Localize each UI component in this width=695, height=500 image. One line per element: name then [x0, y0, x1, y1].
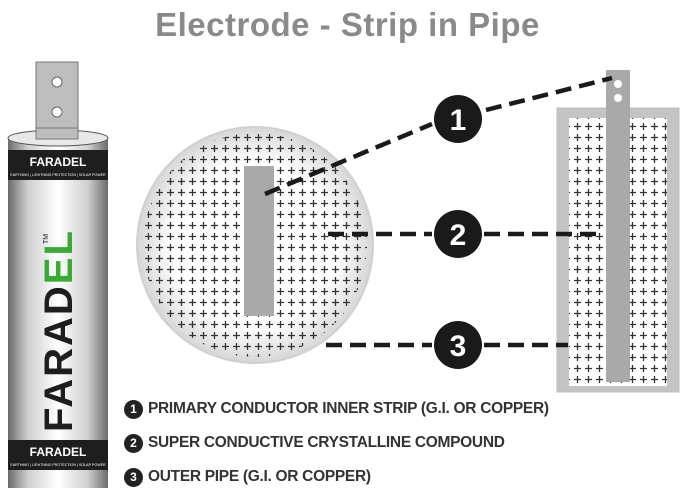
brand-tagline-bottom: EARTHING | LIGHTNING PROTECTION | SOLAR … — [10, 463, 106, 467]
strip-hole-bottom — [51, 106, 63, 118]
brand-name-green: EL — [37, 229, 81, 284]
trademark-mark: TM — [43, 234, 50, 244]
marker-1-label: 1 — [450, 104, 467, 137]
inner-strip-hole-top — [614, 80, 622, 88]
legend-text-3: OUTER PIPE (G.I. OR COPPER) — [148, 468, 371, 485]
marker-1: 1 — [434, 95, 482, 143]
legend-item-3: 3 OUTER PIPE (G.I. OR COPPER) — [124, 460, 549, 494]
leader-1-left — [264, 121, 433, 197]
marker-2: 2 — [434, 210, 482, 258]
legend-number-2: 2 — [124, 433, 143, 453]
cross-section-strip — [244, 166, 274, 316]
cross-section — [136, 126, 374, 364]
legend-number-1: 1 — [124, 399, 143, 419]
strip-hole-top — [51, 76, 63, 88]
legend-item-1: 1 PRIMARY CONDUCTOR INNER STRIP (G.I. OR… — [124, 392, 549, 426]
brand-tagline-top: EARTHING | LIGHTNING PROTECTION | SOLAR … — [10, 173, 106, 177]
brand-logo-bottom: FARADEL — [30, 445, 87, 459]
product-cylinder: FARADEL EARTHING | LIGHTNING PROTECTION … — [7, 61, 109, 488]
vertical-brand-name: FARADEL — [37, 229, 81, 432]
legend-text-2: SUPER CONDUCTIVE CRYSTALLINE COMPOUND — [148, 434, 505, 451]
bottom-label-band — [8, 440, 108, 470]
leader-1-right — [485, 75, 613, 113]
legend: 1 PRIMARY CONDUCTOR INNER STRIP (G.I. OR… — [124, 392, 549, 494]
legend-number-3: 3 — [124, 467, 143, 487]
marker-2-label: 2 — [450, 219, 467, 252]
inner-strip — [606, 70, 630, 382]
top-label-band — [8, 150, 108, 180]
pipe-section — [556, 70, 680, 393]
cylinder-body — [8, 138, 108, 488]
marker-3-label: 3 — [450, 330, 467, 363]
brand-name-black: FARAD — [37, 284, 81, 432]
legend-text-1: PRIMARY CONDUCTOR INNER STRIP (G.I. OR C… — [148, 400, 549, 417]
terminal-strip — [35, 61, 79, 141]
inner-strip-hole-bottom — [614, 94, 622, 102]
brand-logo-top: FARADEL — [30, 155, 87, 169]
marker-3: 3 — [434, 321, 482, 369]
legend-item-2: 2 SUPER CONDUCTIVE CRYSTALLINE COMPOUND — [124, 426, 549, 460]
diagram-title: Electrode - Strip in Pipe — [155, 6, 540, 43]
